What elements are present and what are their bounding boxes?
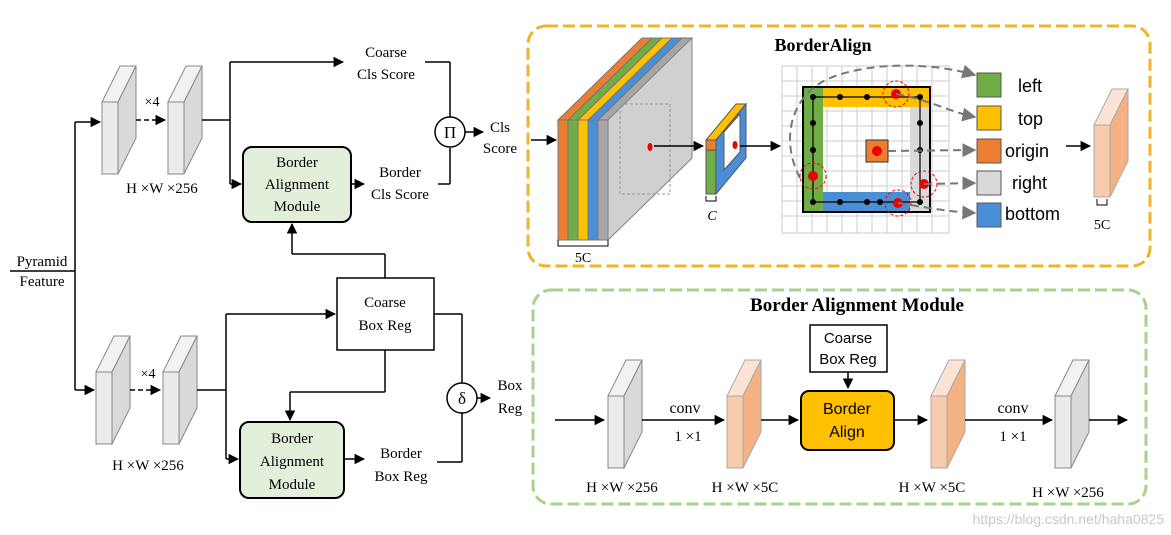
legend-top-label: top <box>1018 109 1043 129</box>
left-network: Pyramid Feature ×4 H ×W ×256 Border Alig… <box>10 45 523 499</box>
feature-block-bot-1 <box>95 335 131 445</box>
bam-dims-2: H ×W ×5C <box>712 480 779 496</box>
legend-swatch-left <box>976 72 1002 98</box>
sampling-grid <box>781 64 977 234</box>
legend: left top origin right bottom <box>976 72 1060 228</box>
legend-left-label: left <box>1018 76 1042 96</box>
legend-swatch-right <box>976 170 1002 196</box>
coarse-cls-score-1: Coarse <box>365 45 407 61</box>
bam-feature-4 <box>1054 359 1090 469</box>
coarse-cls-score-2: Cls Score <box>357 67 415 83</box>
feature-block-bot-2 <box>162 335 198 445</box>
delta-symbol: δ <box>458 389 466 408</box>
conv-label-1: conv <box>669 400 700 417</box>
repeat-label-bot: ×4 <box>141 367 156 382</box>
bam-feature-3 <box>930 359 966 469</box>
coarse-box-reg-1: Coarse <box>364 295 406 311</box>
conv-label-2: conv <box>997 400 1028 417</box>
bam-bot-line2: Alignment <box>260 454 325 470</box>
dims-top: H ×W ×256 <box>126 181 198 197</box>
label-5c-left: 5C <box>575 251 591 266</box>
bam-feature-1 <box>607 359 643 469</box>
border-cls-score-1: Border <box>379 165 421 181</box>
product-symbol: Π <box>444 123 456 142</box>
bam-bot-line1: Border <box>271 431 313 447</box>
repeat-label-top: ×4 <box>145 95 160 110</box>
border-align-block-1: Border <box>823 401 872 418</box>
bam-dims-1: H ×W ×256 <box>586 480 658 496</box>
legend-bottom-label: bottom <box>1005 204 1060 224</box>
bam-coarse-box-reg-2: Box Reg <box>819 351 877 368</box>
box-reg-out-1: Box <box>497 378 523 394</box>
box-reg-out-2: Reg <box>498 401 523 417</box>
legend-right-label: right <box>1012 173 1047 193</box>
legend-swatch-bottom <box>976 202 1002 228</box>
legend-origin-label: origin <box>1005 141 1049 161</box>
watermark: https://blog.csdn.net/haha0825 <box>973 511 1165 527</box>
bam-coarse-box-reg <box>809 324 888 373</box>
bam-panel: Border Alignment Module H ×W ×256 conv 1… <box>531 288 1148 506</box>
bam-feature-2 <box>726 359 762 469</box>
pyramid-label-1: Pyramid <box>17 254 68 270</box>
bam-dims-3: H ×W ×5C <box>899 480 966 496</box>
border-alignment-module-bot <box>239 421 345 499</box>
border-cls-score-2: Cls Score <box>371 187 429 203</box>
pyramid-label-2: Feature <box>20 274 65 290</box>
border-box-reg-1: Border <box>380 446 422 462</box>
label-5c-right: 5C <box>1094 218 1110 233</box>
coarse-box-reg-box <box>336 277 435 351</box>
cls-score-out-1: Cls <box>490 120 510 136</box>
kernel-label-2: 1 ×1 <box>999 429 1026 445</box>
coarse-box-reg-2: Box Reg <box>359 318 412 334</box>
border-align-block-2: Align <box>829 424 865 441</box>
feature-block-top-2 <box>167 65 203 175</box>
feature-block-top-1 <box>101 65 137 175</box>
bam-top-line2: Alignment <box>265 177 330 193</box>
feature-map-stack <box>556 36 694 242</box>
output-feature-5c <box>1093 88 1129 198</box>
bam-top-line1: Border <box>276 155 318 171</box>
border-align-block <box>800 390 895 451</box>
cls-score-out-2: Score <box>483 141 517 157</box>
dims-bot: H ×W ×256 <box>112 458 184 474</box>
bam-dims-4: H ×W ×256 <box>1032 485 1104 501</box>
legend-swatch-origin <box>976 138 1002 164</box>
c-feature <box>704 102 748 196</box>
border-box-reg-2: Box Reg <box>375 469 428 485</box>
bam-bot-line3: Module <box>269 477 316 493</box>
bam-panel-title: Border Alignment Module <box>750 295 964 316</box>
bam-coarse-box-reg-1: Coarse <box>824 330 872 347</box>
label-c: C <box>707 209 717 224</box>
bam-top-line3: Module <box>274 199 321 215</box>
border-align-panel: BorderAlign 5C <box>526 24 1152 268</box>
kernel-label-1: 1 ×1 <box>674 429 701 445</box>
legend-swatch-top <box>976 105 1002 131</box>
border-align-title: BorderAlign <box>775 35 872 55</box>
